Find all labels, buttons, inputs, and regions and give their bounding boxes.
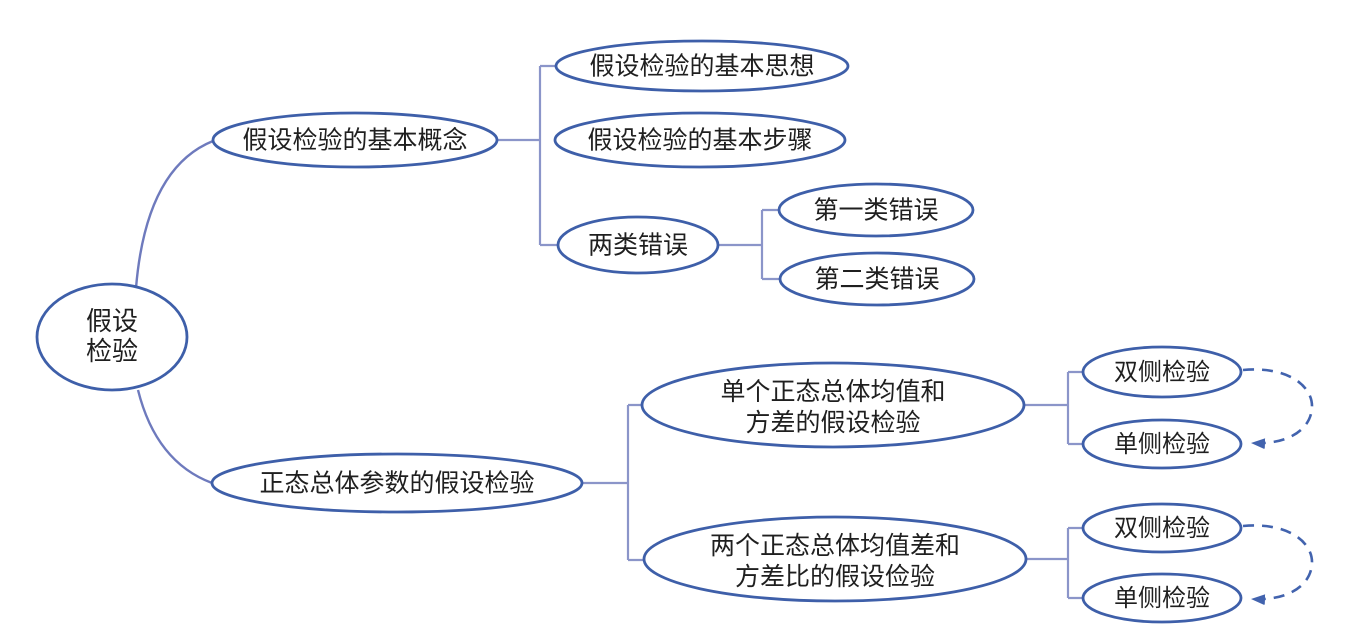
node-basic-steps-label: 假设检验的基本步骤 xyxy=(587,127,812,155)
connector-single-normal-children xyxy=(1024,370,1083,446)
node-two-error-types-label: 两类错误 xyxy=(588,232,688,260)
node-normal-param-test-ellipse xyxy=(210,452,584,514)
node-basic-idea-ellipse xyxy=(554,39,850,93)
connector-two-normal-children xyxy=(1026,526,1083,600)
node-type1-error-label: 第一类错误 xyxy=(813,197,938,225)
node-two-normal-label: 两个正态总体均值差和方差比的假设俭验 xyxy=(710,532,960,591)
node-single-normal-label: 单个正态总体均值和方差的假设检验 xyxy=(720,378,945,437)
dashed-loop-arrow-single xyxy=(1242,368,1314,450)
node-root: 假设检验 xyxy=(35,282,189,392)
node-two-one-sided-label: 单侧检验 xyxy=(1114,585,1210,612)
connector-basic-concepts-children xyxy=(497,64,558,247)
node-root-label: 假设检验 xyxy=(86,307,138,366)
node-single-two-sided: 双侧检验 xyxy=(1081,345,1243,399)
node-single-one-sided-ellipse xyxy=(1081,418,1243,470)
node-basic-idea-label: 假设检验的基本思想 xyxy=(589,53,814,81)
node-two-two-sided: 双侧检验 xyxy=(1081,502,1243,554)
dashed-loop-arrow-two xyxy=(1242,524,1314,606)
node-single-one-sided-label: 单侧检验 xyxy=(1114,431,1210,458)
node-two-one-sided: 单侧检验 xyxy=(1081,572,1243,624)
node-single-normal-ellipse xyxy=(640,361,1026,449)
node-type1-error-ellipse xyxy=(777,182,975,238)
node-single-two-sided-label: 双侧检验 xyxy=(1114,359,1210,386)
node-single-one-sided: 单侧检验 xyxy=(1081,418,1243,470)
node-root-ellipse xyxy=(35,282,189,392)
node-basic-steps: 假设检验的基本步骤 xyxy=(553,111,847,169)
node-single-normal: 单个正态总体均值和方差的假设检验 xyxy=(640,361,1026,449)
node-two-one-sided-ellipse xyxy=(1081,572,1243,624)
node-basic-concepts: 假设检验的基本概念 xyxy=(211,111,499,169)
node-two-error-types-ellipse xyxy=(556,215,720,275)
node-basic-concepts-ellipse xyxy=(211,111,499,169)
node-type1-error: 第一类错误 xyxy=(777,182,975,238)
node-basic-idea: 假设检验的基本思想 xyxy=(554,39,850,93)
node-type2-error: 第二类错误 xyxy=(778,251,976,307)
node-type2-error-label: 第二类错误 xyxy=(814,266,939,294)
node-two-normal-ellipse xyxy=(642,515,1028,603)
edge-root-basic-concepts xyxy=(134,139,214,289)
node-normal-param-test-label: 正态总体参数的假设检验 xyxy=(259,470,534,498)
node-two-two-sided-label: 双侧检验 xyxy=(1114,515,1210,542)
edge-root-normal-param-test xyxy=(136,389,213,485)
connector-two-error-types-children xyxy=(718,208,780,281)
node-normal-param-test: 正态总体参数的假设检验 xyxy=(210,452,584,514)
node-two-two-sided-ellipse xyxy=(1081,502,1243,554)
node-type2-error-ellipse xyxy=(778,251,976,307)
node-single-two-sided-ellipse xyxy=(1081,345,1243,399)
node-basic-steps-ellipse xyxy=(553,111,847,169)
connector-normal-param-children xyxy=(582,403,646,562)
node-two-error-types: 两类错误 xyxy=(556,215,720,275)
node-two-normal: 两个正态总体均值差和方差比的假设俭验 xyxy=(642,515,1028,603)
node-basic-concepts-label: 假设检验的基本概念 xyxy=(242,127,467,155)
